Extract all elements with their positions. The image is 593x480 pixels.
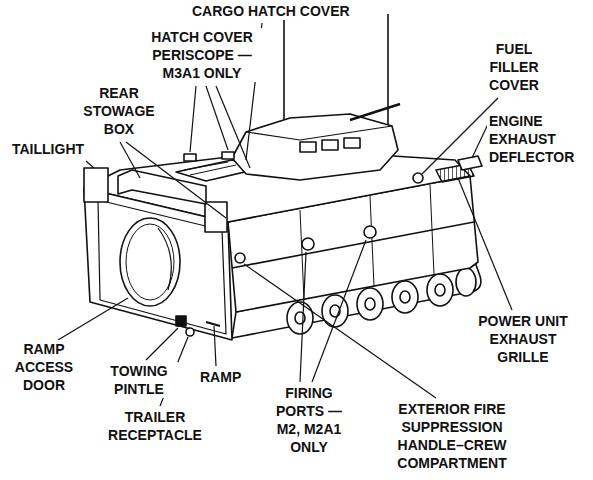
part-label: TRAILER RECEPTACLE: [100, 408, 210, 444]
leader-line: [190, 86, 196, 152]
leader-line: [86, 161, 94, 168]
firing-port: [364, 226, 376, 238]
part-label: EXTERIOR FIRE SUPPRESSION HANDLE–CREW CO…: [383, 400, 521, 472]
hatch-detail: [184, 162, 236, 175]
leader-line: [458, 178, 512, 310]
handle: [158, 228, 171, 290]
ramp: [98, 200, 226, 334]
ramp-access-door: [120, 218, 180, 306]
rear-plate: [84, 188, 232, 340]
leader-line: [58, 298, 128, 340]
leader-line: [146, 328, 178, 360]
leader-line: [126, 142, 226, 218]
part-label: FIRING PORTS — M2, M2A1 ONLY: [262, 384, 356, 456]
trailer-receptacle: [186, 328, 194, 336]
leader-line: [472, 124, 488, 158]
leader-line: [214, 326, 216, 366]
firing-port: [302, 238, 314, 250]
part-label: POWER UNIT EXHAUST GRILLE: [468, 312, 578, 366]
leader-line: [216, 86, 250, 168]
part-label: RAMP: [198, 368, 243, 386]
antenna: [387, 14, 389, 140]
leader-line: [244, 264, 436, 398]
part-label: FUEL FILLER COVER: [476, 40, 552, 94]
part-label: REAR STOWAGE BOX: [76, 84, 162, 138]
gun-barrel: [350, 104, 400, 120]
towing-pintle: [176, 316, 186, 326]
leader-line: [120, 142, 140, 178]
turret: [232, 114, 398, 180]
part-label: TOWING PINTLE: [100, 362, 178, 398]
part-label: RAMP ACCESS DOOR: [6, 340, 82, 394]
vision-block: [344, 138, 360, 148]
fuel-filler-cover: [413, 173, 423, 183]
part-label: ENGINE EXHAUST DEFLECTOR: [487, 112, 589, 166]
leader-line: [206, 86, 228, 150]
engine-exhaust-deflector: [458, 156, 482, 170]
leader-line: [312, 240, 366, 382]
turret-edge: [246, 126, 392, 140]
vision-block: [322, 140, 338, 150]
periscope: [184, 154, 196, 161]
taillight: [84, 168, 108, 202]
fire-suppression-handle: [235, 253, 245, 263]
armor-seam: [232, 222, 474, 268]
part-label: HATCH COVER PERISCOPE — M3A1 ONLY: [140, 28, 264, 82]
ramp-access-door: [126, 224, 174, 300]
periscope: [222, 152, 234, 159]
leader-line: [300, 252, 306, 382]
part-label: TAILLIGHT: [10, 140, 86, 158]
leader-lines: [58, 23, 512, 406]
part-label: CARGO HATCH COVER: [190, 2, 352, 20]
ramp-hinge: [206, 322, 220, 326]
vision-block: [300, 142, 316, 152]
